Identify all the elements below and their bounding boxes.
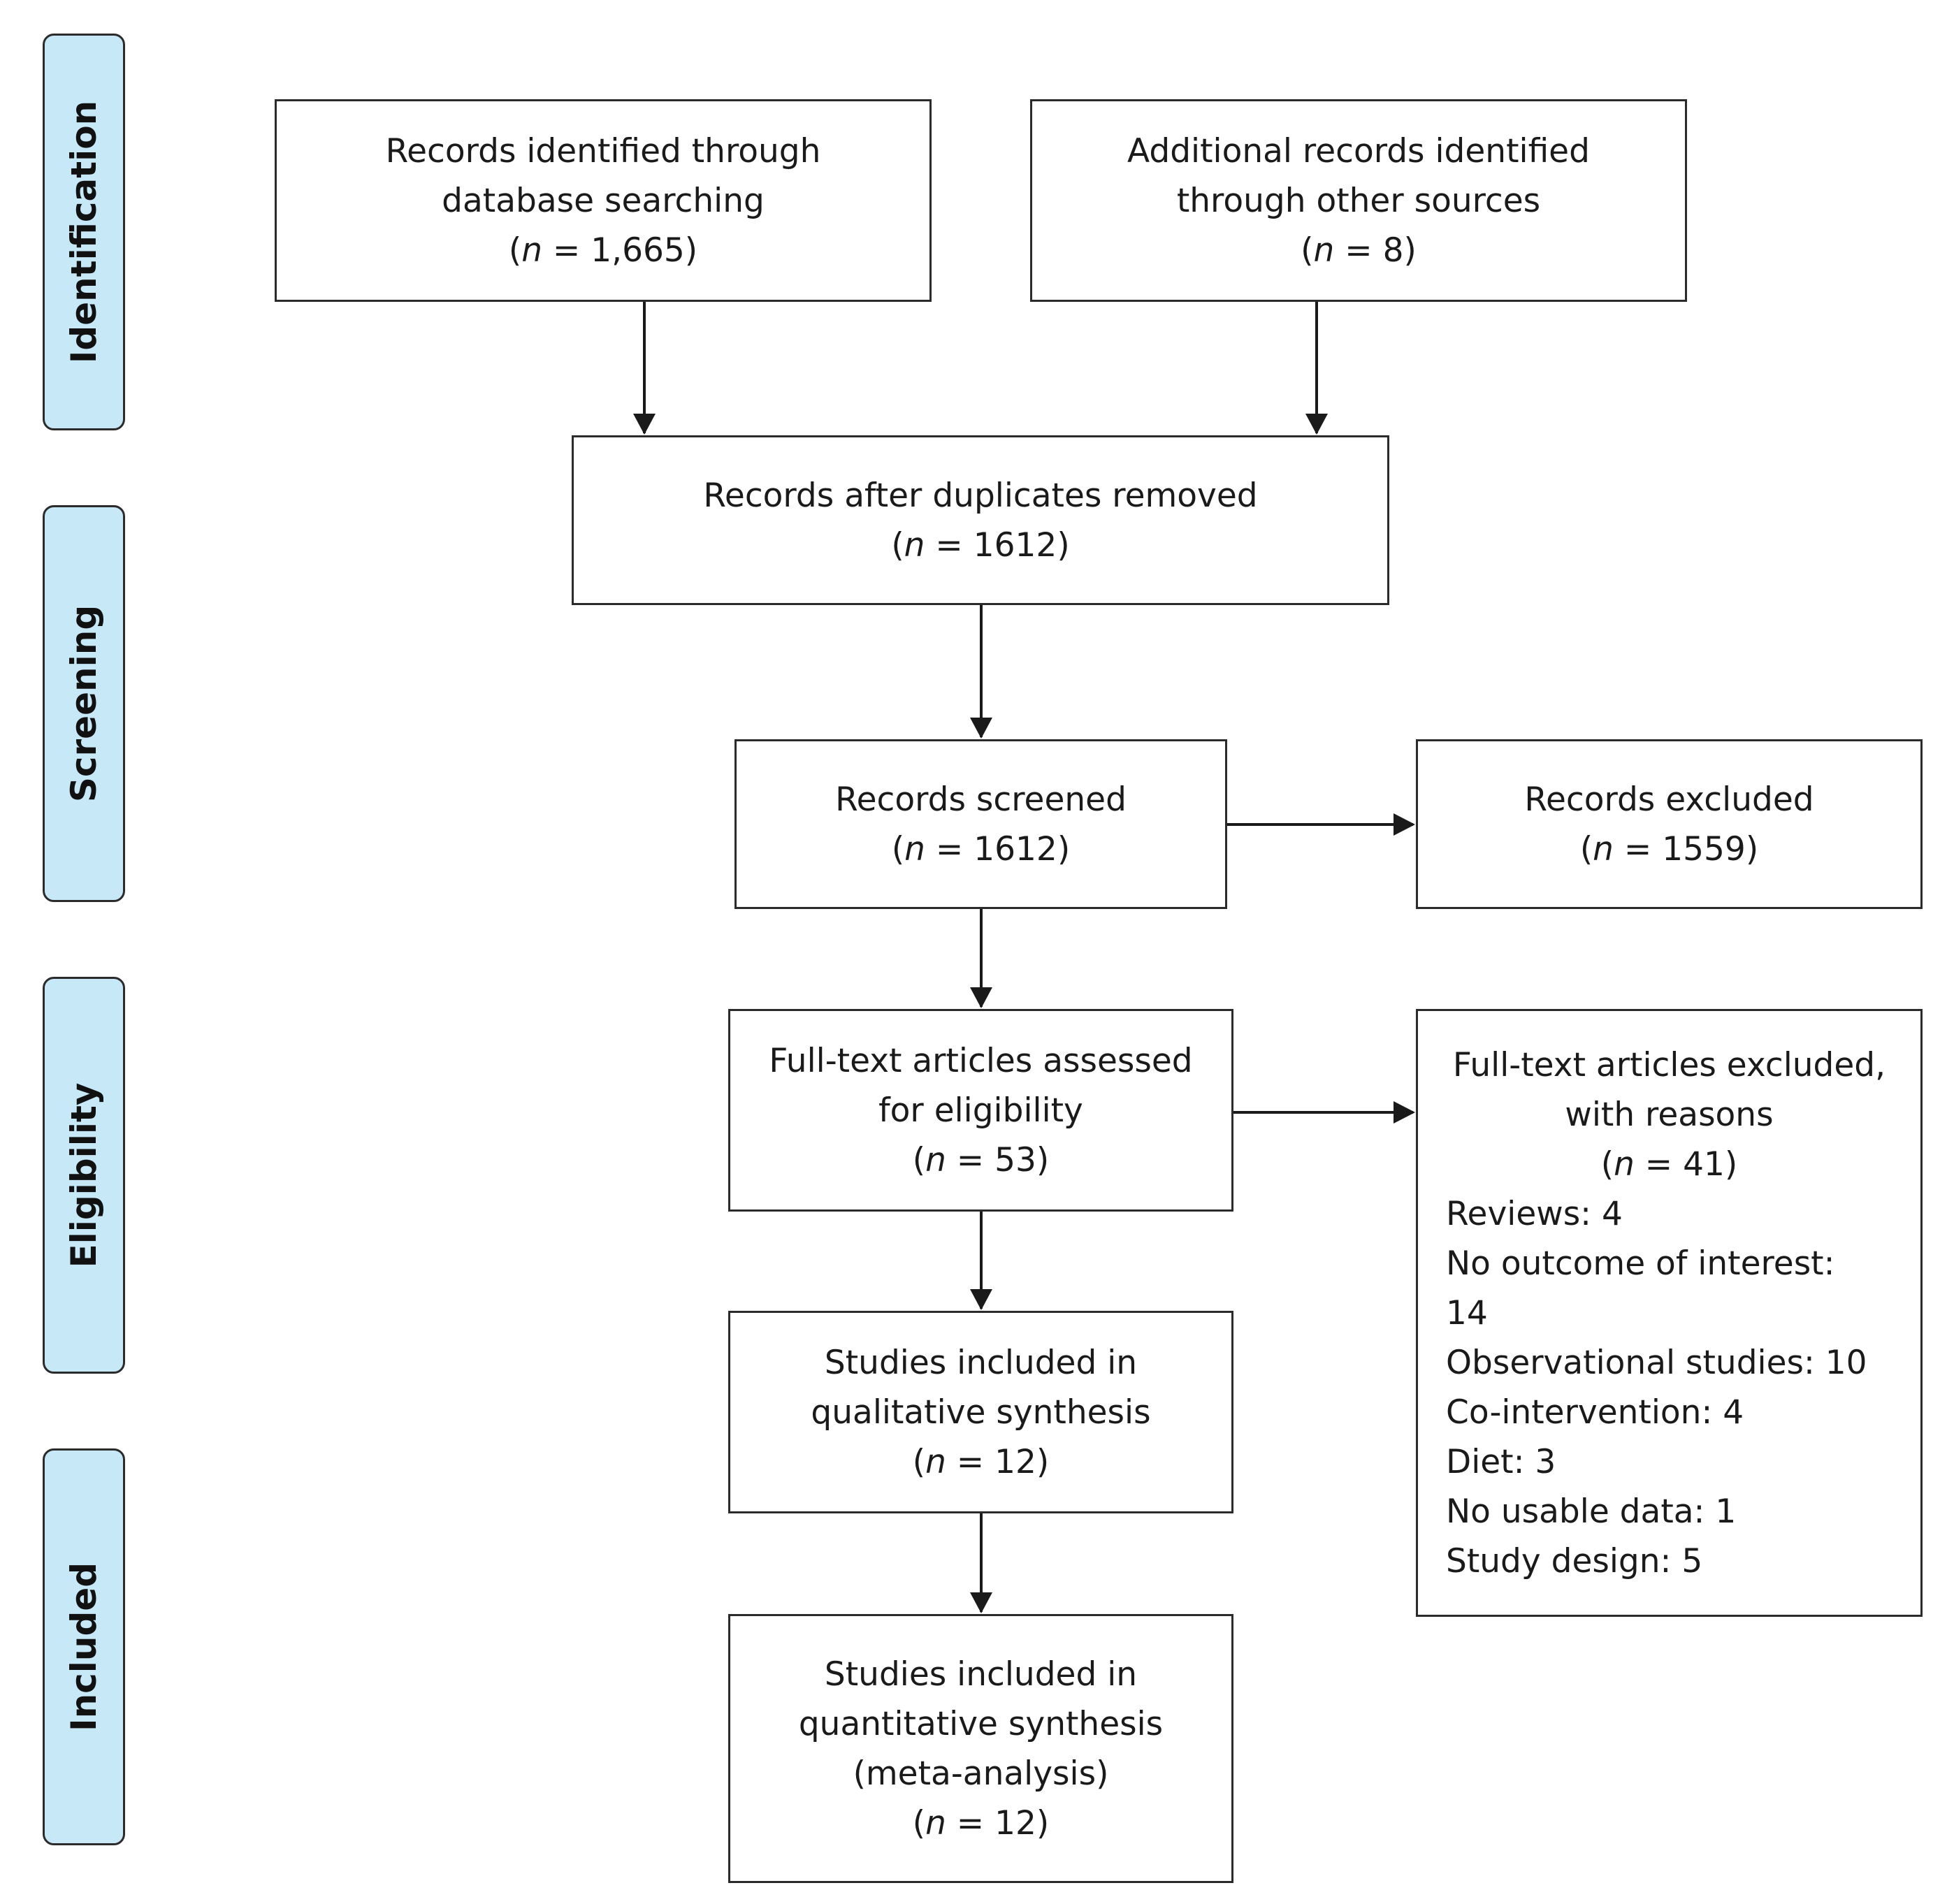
phase-identification: Identification bbox=[43, 34, 125, 430]
box-full-text-assessed-line2: for eligibility bbox=[878, 1091, 1083, 1130]
box-full-text-excluded-count: (n = 41) bbox=[1600, 1144, 1738, 1184]
arrowhead-screened-to-full-text bbox=[970, 987, 992, 1008]
exclusion-reason: Study design: 5 bbox=[1446, 1541, 1703, 1580]
box-records-screened-count: (n = 1612) bbox=[891, 829, 1071, 869]
box-database-search-count: (n = 1,665) bbox=[508, 231, 698, 270]
phase-included: Included bbox=[43, 1448, 125, 1845]
box-other-sources-line2: through other sources bbox=[1176, 181, 1541, 220]
box-records-excluded-count: (n = 1559) bbox=[1579, 829, 1759, 869]
phase-eligibility: Eligibility bbox=[43, 977, 125, 1374]
box-database-search: Records identified through database sear… bbox=[275, 99, 932, 302]
arrowhead-qualitative-to-quantitative bbox=[970, 1592, 992, 1613]
box-qualitative-synthesis-count: (n = 12) bbox=[912, 1442, 1050, 1481]
exclusion-reason: Reviews: 4 bbox=[1446, 1194, 1623, 1233]
box-database-search-line1: Records identified through bbox=[385, 131, 821, 170]
box-quantitative-synthesis-line3: (meta-analysis) bbox=[853, 1754, 1109, 1793]
box-records-screened: Records screened (n = 1612) bbox=[734, 739, 1227, 909]
arrowhead-other-to-duplicates bbox=[1305, 414, 1328, 435]
box-records-excluded: Records excluded (n = 1559) bbox=[1416, 739, 1923, 909]
exclusion-reason: 14 bbox=[1446, 1293, 1488, 1332]
exclusion-reason: No usable data: 1 bbox=[1446, 1492, 1737, 1531]
arrowhead-full-text-to-qualitative bbox=[970, 1289, 992, 1310]
box-quantitative-synthesis-line1: Studies included in bbox=[824, 1655, 1138, 1694]
phase-screening: Screening bbox=[43, 505, 125, 902]
box-full-text-excluded-line1: Full-text articles excluded, bbox=[1452, 1045, 1886, 1084]
box-duplicates-removed-line1: Records after duplicates removed bbox=[703, 476, 1258, 515]
arrowhead-duplicates-to-screened bbox=[970, 718, 992, 739]
box-qualitative-synthesis: Studies included in qualitative synthesi… bbox=[728, 1311, 1233, 1513]
exclusion-reason: Observational studies: 10 bbox=[1446, 1343, 1867, 1382]
exclusion-reason: No outcome of interest: bbox=[1446, 1244, 1835, 1283]
box-records-excluded-line1: Records excluded bbox=[1524, 780, 1814, 819]
exclusion-reason: Diet: 3 bbox=[1446, 1442, 1556, 1481]
box-full-text-excluded-line2: with reasons bbox=[1565, 1095, 1774, 1134]
box-full-text-assessed-line1: Full-text articles assessed bbox=[769, 1041, 1193, 1080]
box-full-text-excluded: Full-text articles excluded, with reason… bbox=[1416, 1009, 1923, 1617]
box-quantitative-synthesis-line2: quantitative synthesis bbox=[798, 1704, 1164, 1743]
exclusion-reason: Co-intervention: 4 bbox=[1446, 1393, 1744, 1432]
box-quantitative-synthesis: Studies included in quantitative synthes… bbox=[728, 1614, 1233, 1883]
box-other-sources-count: (n = 8) bbox=[1301, 231, 1417, 270]
box-duplicates-removed-count: (n = 1612) bbox=[891, 525, 1070, 565]
box-records-screened-line1: Records screened bbox=[835, 780, 1127, 819]
box-full-text-assessed: Full-text articles assessed for eligibil… bbox=[728, 1009, 1233, 1212]
box-full-text-assessed-count: (n = 53) bbox=[912, 1140, 1050, 1179]
box-other-sources: Additional records identified through ot… bbox=[1030, 99, 1687, 302]
arrowhead-database-to-duplicates bbox=[633, 414, 656, 435]
box-other-sources-line1: Additional records identified bbox=[1127, 131, 1590, 170]
arrowhead-screened-to-excluded bbox=[1394, 813, 1415, 836]
box-quantitative-synthesis-count: (n = 12) bbox=[912, 1803, 1050, 1843]
box-qualitative-synthesis-line1: Studies included in bbox=[824, 1343, 1138, 1382]
box-qualitative-synthesis-line2: qualitative synthesis bbox=[811, 1393, 1151, 1432]
box-duplicates-removed: Records after duplicates removed (n = 16… bbox=[572, 435, 1389, 605]
box-database-search-line2: database searching bbox=[442, 181, 765, 220]
arrowhead-full-text-to-excluded bbox=[1394, 1101, 1415, 1124]
